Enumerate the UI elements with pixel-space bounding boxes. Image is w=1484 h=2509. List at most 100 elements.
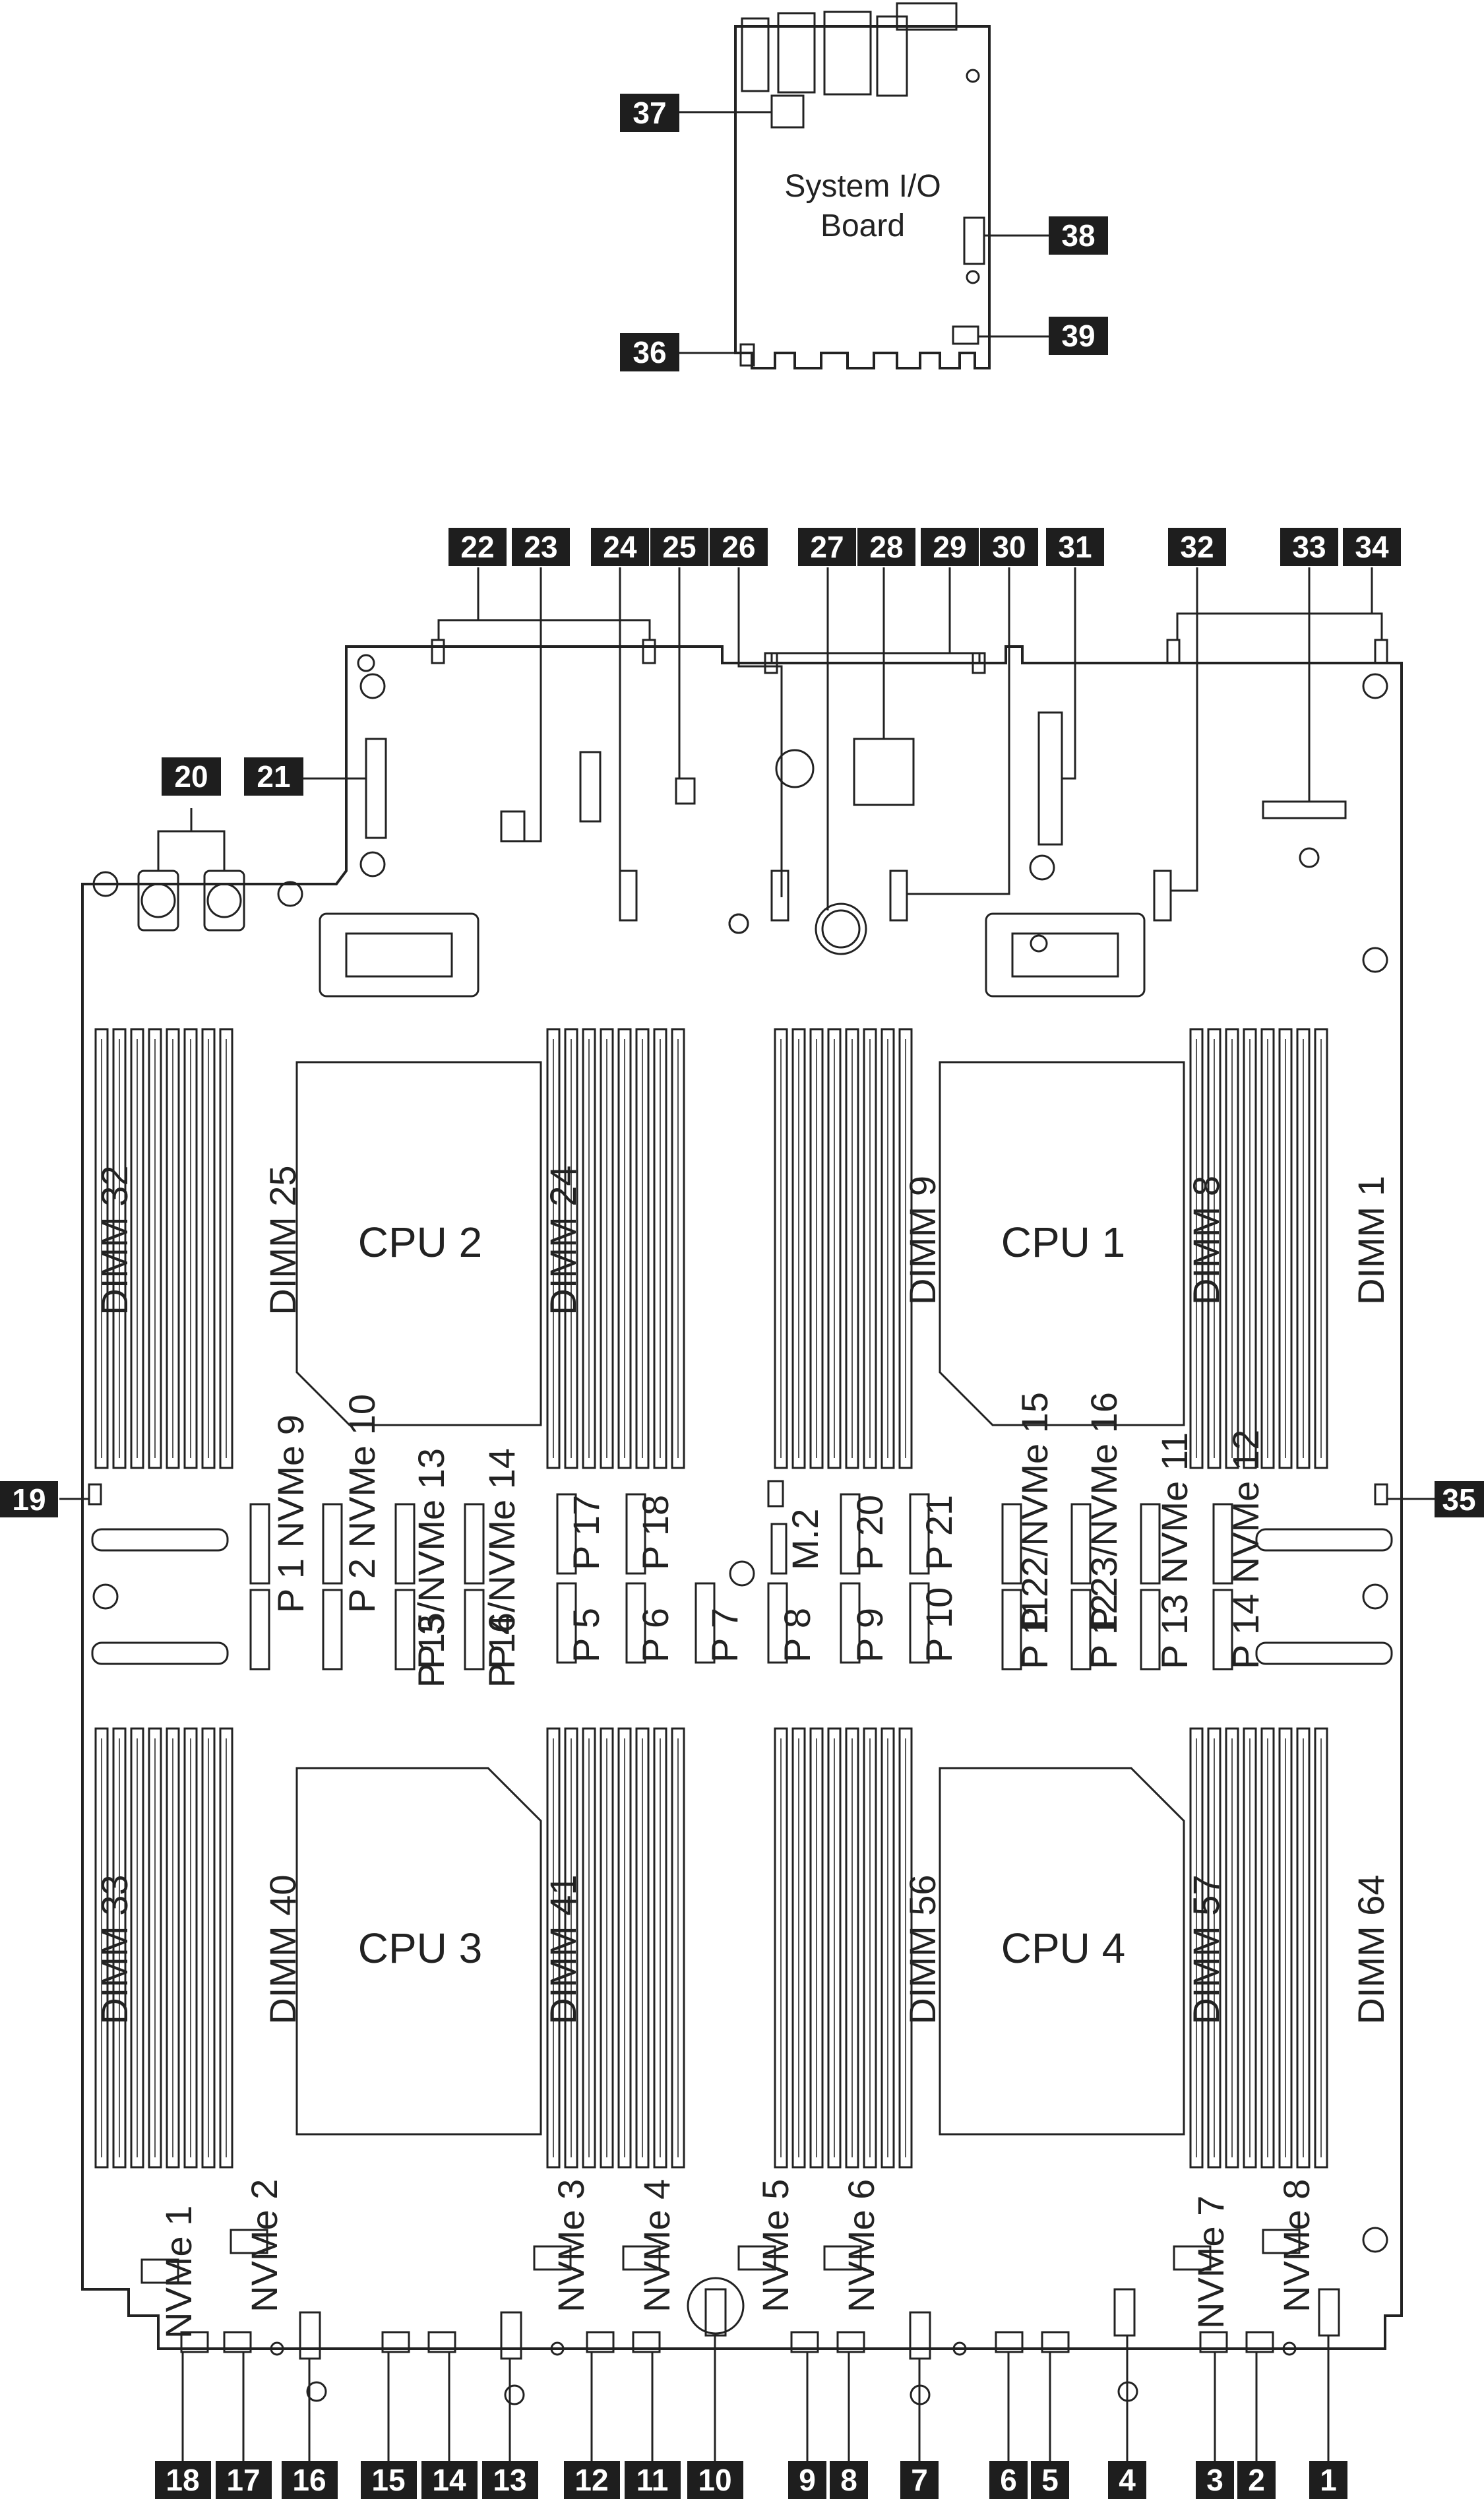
dimm-slot [791,1727,806,2169]
svg-text:4: 4 [1119,2463,1136,2497]
pcie-slots: P 1 NVMe 9 P 2 NVMe 10 P 15/NVMe 13 P 16… [88,1392,1393,1688]
dimm-slot [112,1028,127,1469]
dimm-slot [1296,1727,1311,2169]
svg-text:20: 20 [174,759,208,794]
svg-text:34: 34 [1355,530,1389,564]
slot-p14-nvme12-label: P 14 NVMe 12 [1225,1430,1266,1669]
dimm-slot [1189,1727,1204,2169]
slot-p23-nvme16-label: P 23/NVMe 16 [1083,1392,1125,1632]
callout-28: 28 [857,528,915,566]
svg-text:9: 9 [799,2463,816,2497]
dimm-slot [791,1028,806,1469]
dimm-slot [600,1727,614,2169]
callout-10: 10 [687,2461,743,2499]
dimm-slot [898,1727,913,2169]
callout-33: 33 [1280,528,1338,566]
callout-14: 14 [421,2461,478,2499]
slot-p17-label: P 17 [565,1495,607,1570]
svg-text:13: 13 [493,2463,526,2497]
svg-text:38: 38 [1061,218,1095,253]
bottom-leader-lines [181,2335,1330,2461]
svg-text:6: 6 [1000,2463,1017,2497]
callout-35: 35 [1435,1481,1484,1517]
slot-p6-label: P 6 [634,1608,676,1663]
callout-18: 18 [155,2461,211,2499]
svg-text:30: 30 [992,530,1026,564]
system-io-board: System I/O Board [734,2,991,369]
dimm-9-label: DIMM 9 [902,1176,943,1305]
dimm-24-label: DIMM 24 [542,1165,584,1315]
dimm-slot [166,1727,180,2169]
dimm-labels: DIMM 32 DIMM 25 DIMM 24 DIMM 9 DIMM 8 DI… [94,1165,1392,2024]
svg-text:39: 39 [1061,319,1095,353]
callout-3: 3 [1196,2461,1234,2499]
svg-text:2: 2 [1248,2463,1265,2497]
slot-p9-label: P 9 [849,1608,890,1663]
svg-text:28: 28 [869,530,903,564]
dimm-slot [827,1028,842,1469]
callout-13: 13 [482,2461,538,2499]
slot-p5-label: P 5 [565,1608,607,1663]
dimm-slot [582,1727,596,2169]
cpu-4-label: CPU 4 [1001,1924,1126,1972]
dimm-slot [546,1727,561,2169]
callout-36: 36 [620,333,679,371]
svg-text:26: 26 [722,530,755,564]
svg-text:24: 24 [603,530,637,564]
nvme-6-label: NVMe 6 [840,2179,882,2312]
dimm-32-label: DIMM 32 [94,1165,135,1315]
dimm-slot [1243,1028,1257,1469]
callout-11: 11 [625,2461,681,2499]
callout-4: 4 [1108,2461,1146,2499]
callout-27: 27 [798,528,856,566]
dimm-slot [219,1028,233,1469]
svg-text:21: 21 [257,759,290,794]
callout-21: 21 [244,757,303,796]
svg-text:33: 33 [1292,530,1326,564]
dimm-slot [148,1028,162,1469]
slot-p7-label: P 7 [704,1608,745,1663]
callout-31: 31 [1046,528,1104,566]
callout-34: 34 [1343,528,1401,566]
callout-23: 23 [512,528,570,566]
dimm-slot [898,1028,913,1469]
callout-17: 17 [216,2461,272,2499]
nvme-8-label: NVMe 8 [1276,2179,1317,2312]
slot-p11-label: P 11 [1014,1597,1055,1669]
svg-text:10: 10 [698,2463,731,2497]
dimm-57-label: DIMM 57 [1185,1874,1227,2024]
svg-text:18: 18 [166,2463,199,2497]
dimm-slot [1278,1727,1293,2169]
callout-5: 5 [1031,2461,1069,2499]
callout-25: 25 [650,528,708,566]
dimm-slot [166,1028,180,1469]
dimm-1-label: DIMM 1 [1350,1176,1392,1305]
slot-m2-label: M.2 [784,1509,826,1570]
slot-p2-nvme10-label: P 2 NVMe 10 [341,1394,383,1613]
dimm-slot [112,1727,127,2169]
dimm-slot [863,1028,877,1469]
dimm-slot [201,1727,216,2169]
dimm-slot [809,1028,824,1469]
cpu-sockets: CPU 2 CPU 1 CPU 3 CPU 4 [295,1061,1185,2136]
svg-text:12: 12 [574,2463,608,2497]
nvme-1-label: NVMe 1 [158,2206,199,2339]
io-board-title-line2: Board [820,208,905,243]
dimm-slot [653,1028,667,1469]
svg-text:31: 31 [1058,530,1092,564]
dimm-slot [1314,1727,1328,2169]
callout-29: 29 [921,528,979,566]
svg-text:15: 15 [371,2463,405,2497]
nvme-2-label: NVMe 2 [243,2179,285,2312]
callout-15: 15 [361,2461,417,2499]
dimm-slot [827,1727,842,2169]
dimm-slot [1207,1028,1221,1469]
callout-30: 30 [980,528,1038,566]
dimm-slot [1225,1028,1239,1469]
slot-p12-label: P 12 [1083,1594,1125,1669]
cpu-2-label: CPU 2 [358,1219,483,1266]
dimm-slot [845,1028,859,1469]
dimm-25-label: DIMM 25 [262,1165,303,1315]
slot-p22-nvme15-label: P 22/NVMe 15 [1014,1392,1055,1632]
svg-text:36: 36 [633,335,666,369]
